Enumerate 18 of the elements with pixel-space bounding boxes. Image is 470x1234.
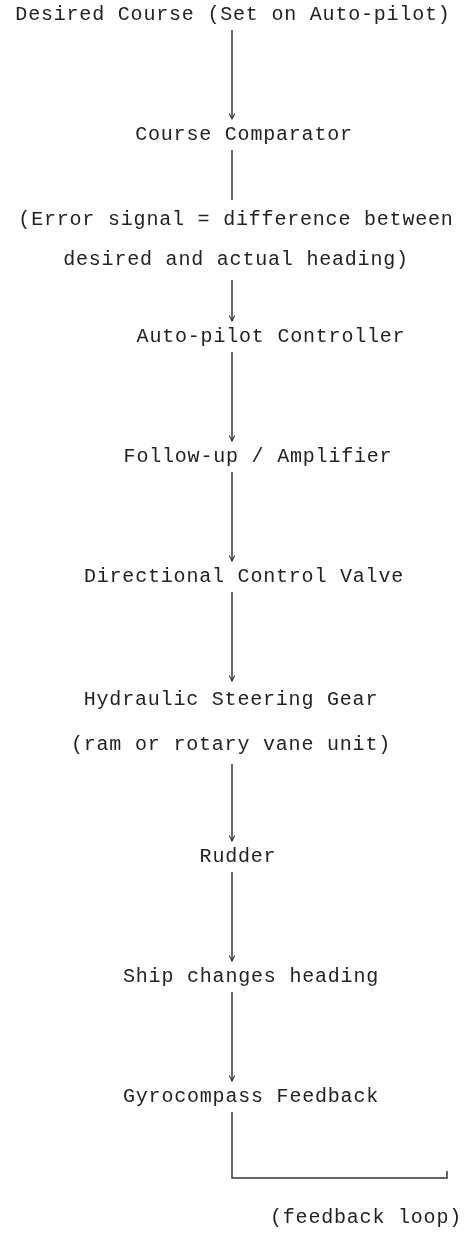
arrow	[228, 991, 236, 1082]
feedback-line	[231, 1111, 448, 1179]
arrow	[228, 871, 236, 962]
flow-step-text: Directional Control Valve	[83, 565, 405, 588]
step-note: (ram or rotary vane unit)	[70, 732, 392, 758]
flow-step-text: Gyrocompass Feedback	[123, 1085, 379, 1108]
flow-step-text: Auto-pilot Controller	[136, 325, 406, 348]
flow-step-text: Desired Course (Set on Auto-pilot)	[15, 3, 451, 26]
arrow	[228, 763, 236, 842]
arrow	[228, 29, 236, 120]
flow-step-text: Hydraulic Steering Gear	[82, 687, 380, 713]
flow-step-text: Follow-up / Amplifier	[123, 445, 393, 468]
flow-step-text: Ship changes heading	[123, 965, 379, 988]
arrow	[228, 471, 236, 562]
arrow	[228, 591, 236, 682]
flow-step-text: Rudder	[199, 845, 277, 868]
arrow	[228, 351, 236, 442]
flow-step-text: Course Comparator	[135, 123, 353, 146]
